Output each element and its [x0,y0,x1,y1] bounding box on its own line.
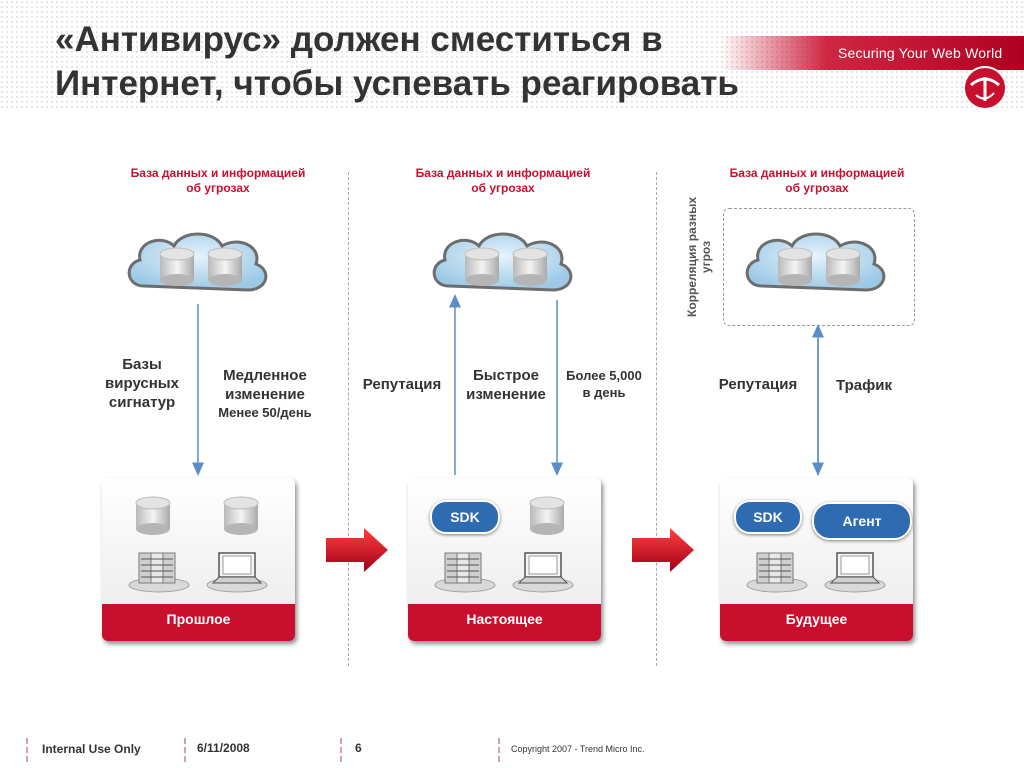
label-reputation: Репутация [362,376,442,393]
header-line: База данных и информацией [729,166,905,180]
label-line: вирусных [105,375,179,392]
agent-badge: Агент [812,502,912,540]
footer-page-number: 6 [355,741,362,755]
period-label: Прошлое [102,604,295,641]
sdk-badge: SDK [734,500,802,534]
server-icon [746,552,808,593]
brand-banner [720,36,1024,70]
header-line: об угрозах [186,181,250,195]
column-header-future: База данных и информацией об угрозах [702,166,932,196]
slide-title: «Антивирус» должен сместиться в Интернет… [55,18,855,106]
label-note: Менее 50/день [218,405,312,420]
period-label: Настоящее [408,604,601,641]
label-rate: Более 5,000 в день [558,367,650,401]
title-line-2: Интернет, чтобы успевать реагировать [55,64,739,103]
period-label: Будущее [720,604,913,641]
sdk-badge: SDK [430,500,500,534]
database-icon [223,496,259,536]
label-line: Быстрое [473,367,539,384]
server-icon [434,552,496,593]
label-fast-change: Быстрое изменение [455,366,557,404]
period-box-future: SDK Агент Будущее [720,478,913,641]
column-separator [348,172,349,666]
label-line: в день [582,385,626,400]
laptop-icon [512,552,574,593]
laptop-icon [206,552,268,593]
header-decoration [0,0,1024,130]
server-icon [128,552,190,593]
label-line: Базы [122,356,162,373]
footer-separator [340,738,342,762]
database-icon [135,496,171,536]
label-line: изменение [466,386,546,403]
footer-date: 6/11/2008 [197,741,250,755]
header-line: об угрозах [785,181,849,195]
label-signature-databases: Базы вирусных сигнатур [92,355,192,412]
transition-arrow-icon [632,528,694,572]
label-slow-change: Медленное изменение Менее 50/день [200,366,330,421]
footer-classification: Internal Use Only [42,742,141,756]
header-line: База данных и информацией [415,166,591,180]
column-header-present: База данных и информацией об угрозах [388,166,618,196]
period-box-past: Прошлое [102,478,295,641]
footer-separator [184,738,186,762]
column-separator [656,172,657,666]
database-icon [529,496,565,536]
footer-separator [26,738,28,762]
trend-micro-logo-icon [963,66,1007,110]
brand-tagline: Securing Your Web World [838,45,1003,61]
label-traffic: Трафик [836,377,892,394]
footer-copyright: Copyright 2007 - Trend Micro Inc. [511,744,645,754]
label-line: Более 5,000 [566,368,642,383]
title-line-1: «Антивирус» должен сместиться в [55,20,663,59]
label-line: сигнатур [108,394,176,411]
transition-arrow-icon [326,528,388,572]
column-header-past: База данных и информацией об угрозах [103,166,333,196]
laptop-icon [824,552,886,593]
header-line: База данных и информацией [130,166,306,180]
label-reputation: Репутация [718,376,798,393]
period-box-present: SDK Настоящее [408,478,601,641]
label-line: Медленное [223,367,307,384]
footer-separator [498,738,500,762]
header-line: об угрозах [471,181,535,195]
label-line: изменение [225,386,305,403]
